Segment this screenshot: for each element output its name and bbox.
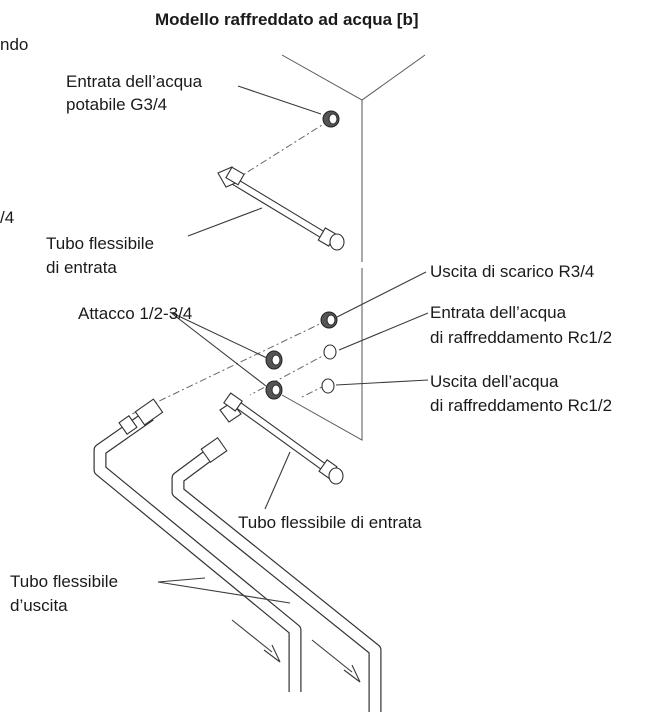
label-cooling-outlet-line2: di raffreddamento Rc1/2 xyxy=(430,396,613,415)
label-outlet-hose-line2: d’uscita xyxy=(10,596,68,615)
outlet-hose-left xyxy=(93,398,302,692)
inlet-hose-top xyxy=(217,166,345,251)
drain-outlet-fitting xyxy=(320,311,338,329)
cut-off-text-top: ndo xyxy=(0,35,29,54)
label-cooling-inlet-line2: di raffreddamento Rc1/2 xyxy=(430,328,613,347)
cut-off-text-mid: /4 xyxy=(0,208,15,227)
leader-lines xyxy=(157,85,429,604)
label-inlet-hose-bottom: Tubo flessibile di entrata xyxy=(238,513,422,532)
assembly-axis-lines xyxy=(129,119,331,416)
potable-inlet-fitting xyxy=(322,110,340,128)
label-inlet-hose-top-line1: Tubo flessibile xyxy=(46,234,155,253)
cooling-inlet-fitting xyxy=(323,344,337,360)
label-cooling-inlet-line1: Entrata dell’acqua xyxy=(430,303,567,322)
label-adapter-fitting: Attacco 1/2-3/4 xyxy=(78,304,193,323)
cooling-outlet-fitting xyxy=(321,378,335,394)
outlet-hose-right xyxy=(171,436,382,712)
flow-arrows xyxy=(231,619,361,683)
label-outlet-hose-line1: Tubo flessibile xyxy=(10,572,119,591)
adapter-fittings xyxy=(265,350,283,400)
machine-cabinet xyxy=(281,54,426,441)
label-drain-outlet: Uscita di scarico R3/4 xyxy=(430,262,595,281)
label-cooling-outlet-line1: Uscita dell’acqua xyxy=(430,372,559,391)
label-potable-inlet-line2: potabile G3/4 xyxy=(66,95,168,114)
label-potable-inlet-line1: Entrata dell’acqua xyxy=(66,72,203,91)
inlet-hose-bottom xyxy=(219,392,344,485)
diagram-title: Modello raffreddato ad acqua [b] xyxy=(155,10,419,29)
label-inlet-hose-top-line2: di entrata xyxy=(46,258,117,277)
